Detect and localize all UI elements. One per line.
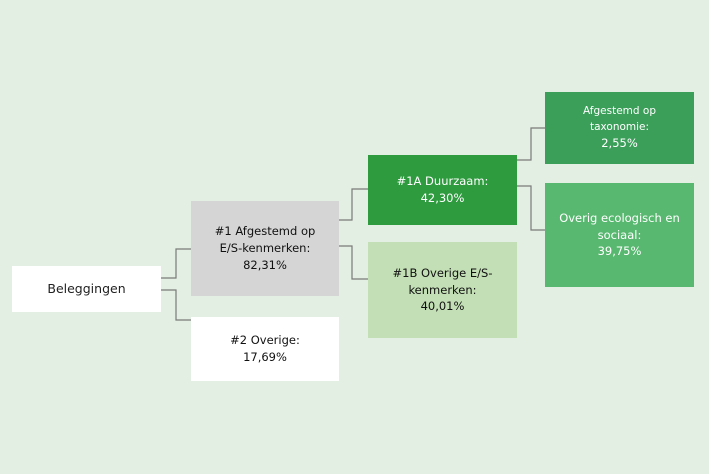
node-afgestemd-es: #1 Afgestemd op E/S-kenmerken: 82,31% [191, 201, 339, 296]
connector-beleggingen-overige [161, 289, 191, 321]
node-ecologisch-sociaal-label: Overig ecologisch en sociaal: [559, 210, 680, 242]
node-taxonomie: Afgestemd op taxonomie: 2,55% [545, 92, 694, 164]
node-ecologisch-sociaal-value: 39,75% [597, 244, 642, 259]
node-overige: #2 Overige: 17,69% [191, 317, 339, 381]
node-afgestemd-es-label: #1 Afgestemd op E/S-kenmerken: [214, 224, 316, 256]
connector-duurzaam-taxonomie [517, 127, 545, 161]
node-overige-es-label: #1B Overige E/S-kenmerken: [392, 265, 493, 297]
connector-es-overige-es [339, 245, 368, 280]
connector-duurzaam-ecologisch [517, 185, 545, 231]
node-overige-es-value: 40,01% [420, 299, 465, 314]
connector-beleggingen-es [161, 248, 191, 279]
connector-es-duurzaam [339, 188, 368, 221]
node-afgestemd-es-value: 82,31% [243, 257, 287, 272]
node-overige-value: 17,69% [243, 350, 287, 364]
node-overige-label: #2 Overige: [230, 333, 300, 348]
node-beleggingen-label: Beleggingen [47, 280, 126, 296]
node-beleggingen: Beleggingen [12, 266, 161, 312]
node-taxonomie-label: Afgestemd op taxonomie: [583, 105, 656, 133]
node-duurzaam-label: #1A Duurzaam: [396, 174, 489, 189]
node-duurzaam: #1A Duurzaam: 42,30% [368, 155, 517, 225]
node-overige-es: #1B Overige E/S-kenmerken: 40,01% [368, 242, 517, 338]
node-taxonomie-value: 2,55% [601, 135, 638, 150]
node-ecologisch-sociaal: Overig ecologisch en sociaal: 39,75% [545, 183, 694, 287]
node-duurzaam-value: 42,30% [420, 191, 465, 205]
